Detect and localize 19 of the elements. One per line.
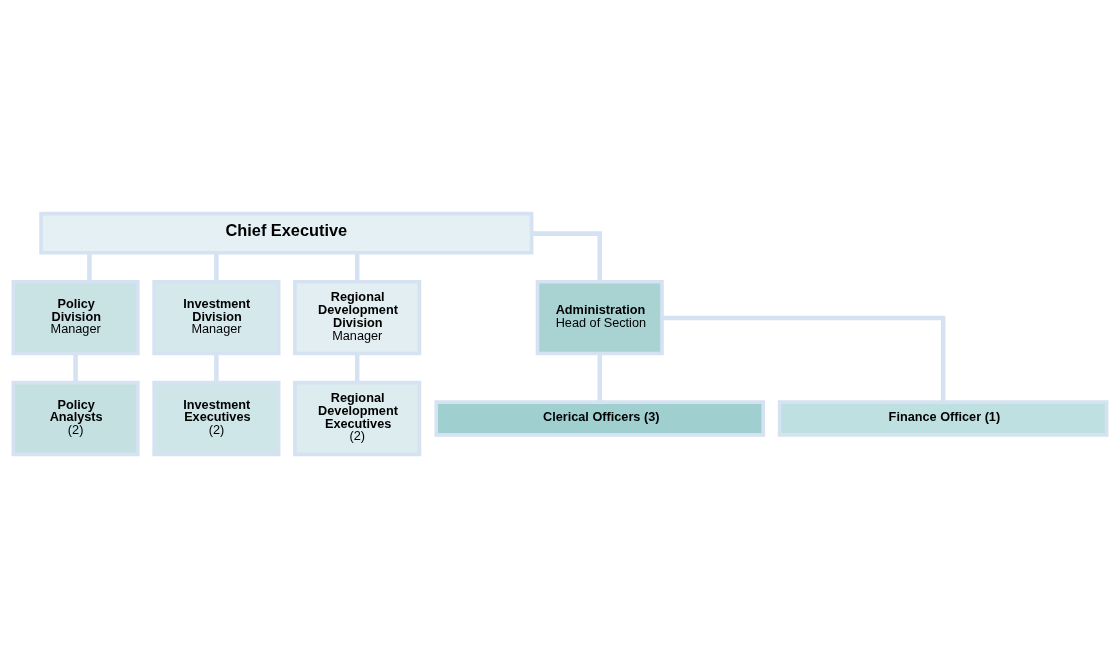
node-box: Chief Executive (39, 211, 534, 255)
node-box: Finance Officer (1) (777, 400, 1109, 437)
node-box: Clerical Officers (3) (434, 400, 766, 437)
connector (214, 353, 219, 383)
node-box: Policy Division Manager (11, 279, 140, 356)
node-box: Investment Division Manager (152, 279, 281, 356)
connector (73, 353, 78, 383)
connector (531, 231, 602, 282)
connector (87, 252, 92, 282)
connector (214, 252, 219, 282)
connector (354, 252, 360, 282)
connector (597, 353, 602, 403)
node-box: Administration Head of Section (535, 279, 664, 356)
connector (354, 353, 360, 383)
node-box: Regional Development Division Manager (293, 279, 422, 356)
node-box: Regional Development Executives (2) (293, 380, 422, 457)
node-box: Investment Executives (2) (152, 380, 281, 457)
connector (662, 315, 946, 402)
node-box: Policy Analysts (2) (11, 380, 140, 457)
